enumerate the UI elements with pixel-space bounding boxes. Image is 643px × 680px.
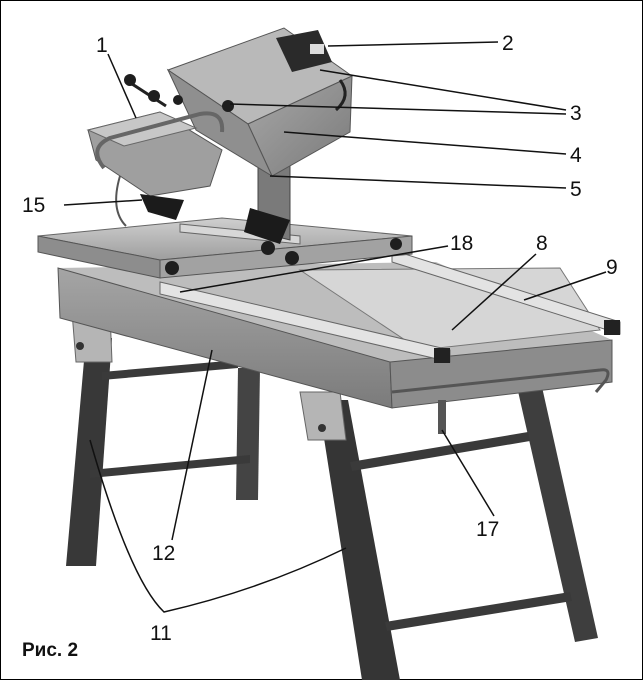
leader-3b — [229, 103, 567, 115]
tilt-knob — [124, 74, 136, 86]
leader-3a — [319, 69, 567, 111]
table-knob — [165, 261, 179, 275]
leader-4 — [283, 131, 567, 155]
figure-caption: Рис. 2 — [22, 640, 78, 661]
leader-lines — [63, 41, 607, 613]
bracket-bolt — [76, 342, 84, 350]
callout-1: 1 — [96, 34, 108, 57]
saw-handle — [95, 111, 225, 170]
leader-9 — [523, 271, 607, 301]
leg-bracket-front-right — [299, 391, 347, 441]
callout-2: 2 — [502, 32, 514, 55]
switch-box — [276, 30, 332, 72]
callout-15: 15 — [22, 194, 45, 217]
callout-4: 4 — [570, 144, 582, 167]
tilt-knob — [173, 95, 183, 105]
carry-handle — [391, 368, 610, 394]
callout-9: 9 — [606, 256, 618, 279]
table-knob — [285, 251, 299, 265]
tilt-knob — [148, 90, 160, 102]
callout-8: 8 — [536, 232, 548, 255]
leg-back-left — [236, 368, 260, 500]
callout-17: 17 — [476, 518, 499, 541]
callout-labels: 1 2 3 4 5 15 18 8 9 12 17 11 — [22, 32, 618, 645]
leader-2 — [327, 41, 499, 47]
callout-5: 5 — [570, 178, 582, 201]
water-hose — [115, 175, 127, 227]
leader-18 — [179, 245, 449, 293]
blade — [140, 194, 184, 220]
crossbar-right — [350, 432, 530, 471]
table-knob — [261, 241, 275, 255]
leader-15 — [63, 199, 143, 206]
depth-knob — [222, 100, 234, 112]
rail-end-cap — [434, 348, 450, 363]
leader-11 — [89, 439, 347, 613]
callout-3: 3 — [570, 102, 582, 125]
leader-17 — [441, 429, 495, 517]
leader-5 — [269, 175, 567, 189]
guide-rails — [159, 249, 621, 363]
table-knob — [390, 238, 402, 250]
callout-11: 11 — [150, 622, 172, 645]
switch-button — [310, 44, 324, 54]
callout-12: 12 — [152, 542, 175, 565]
drain-valve — [438, 400, 446, 434]
bracket-bolt — [318, 424, 326, 432]
crossbar-left-low — [90, 455, 250, 478]
callout-18: 18 — [450, 232, 473, 255]
crossbar-right-low — [385, 592, 572, 631]
leg-front-right — [318, 400, 400, 680]
rail-end-cap — [604, 320, 620, 335]
leg-front-left — [66, 338, 112, 566]
leader-8 — [451, 253, 537, 331]
blade-lower — [244, 208, 290, 244]
leg-back-right — [515, 378, 598, 642]
water-tray — [298, 267, 601, 351]
crossbar-left — [102, 360, 238, 380]
leader-12 — [171, 349, 213, 541]
stand-frame — [57, 262, 613, 434]
leader-1 — [107, 53, 137, 119]
saw-head — [86, 27, 353, 244]
sliding-table — [37, 217, 413, 279]
